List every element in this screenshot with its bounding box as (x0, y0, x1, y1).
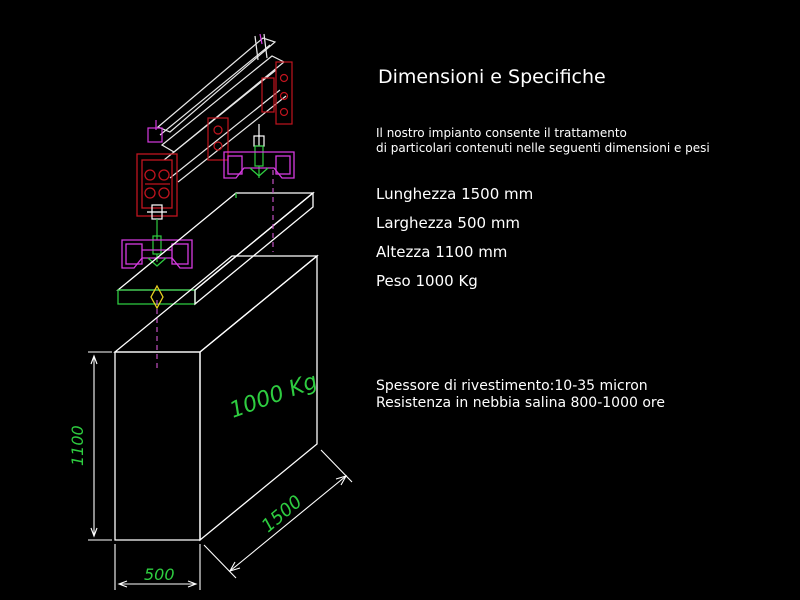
dimension-width-label: 500 (144, 565, 175, 584)
weight-label: 1000 Kg (227, 369, 321, 424)
intro-text: Il nostro impianto consente il trattamen… (376, 126, 710, 156)
rail-magenta-accents (147, 33, 263, 143)
spec-length: Lunghezza 1500 mm (376, 185, 534, 203)
beam (116, 191, 315, 310)
dimension-height (88, 351, 112, 541)
spec-list: Lunghezza 1500 mm Larghezza 500 mm Altez… (376, 183, 533, 299)
dimension-length (203, 449, 353, 579)
spec-height: Altezza 1100 mm (376, 243, 508, 261)
load-box (113, 254, 319, 542)
clamp-rear (261, 61, 293, 125)
hanger-front (147, 204, 167, 262)
clamp-front (136, 153, 178, 217)
spec-width: Larghezza 500 mm (376, 214, 521, 232)
salt-spray-resistance: Resistenza in nebbia salina 800-1000 ore (376, 395, 665, 411)
coating-thickness: Spessore di rivestimento:10-35 micron (376, 378, 648, 394)
hanger-rear (253, 124, 265, 178)
carrier-arrows (147, 167, 269, 267)
dimension-height-label: 1100 (68, 425, 87, 466)
spec-weight: Peso 1000 Kg (376, 272, 478, 290)
coating-info: Spessore di rivestimento:10-35 micron Re… (376, 378, 665, 412)
carrier-rear (223, 151, 295, 179)
dimension-width (114, 544, 201, 590)
page-title: Dimensioni e Specifiche (378, 66, 606, 88)
intro-line: di particolari contenuti nelle seguenti … (376, 141, 710, 155)
intro-line: Il nostro impianto consente il trattamen… (376, 126, 627, 140)
center-lines (156, 170, 274, 368)
clamp-middle (207, 117, 229, 161)
